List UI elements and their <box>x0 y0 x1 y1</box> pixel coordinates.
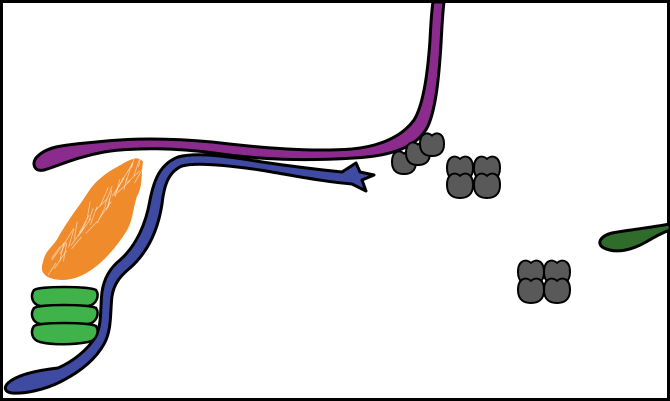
orange-hatch-line <box>98 201 112 220</box>
orange-cloud-hatching <box>47 148 146 276</box>
orange-hatch-line <box>104 186 113 205</box>
orange-hatch-line <box>73 221 78 240</box>
gray-cluster-square-lower <box>516 259 572 305</box>
purple-ribbon <box>32 0 446 172</box>
orange-hatch-line <box>122 162 134 181</box>
orange-hatch-line <box>63 243 67 262</box>
gray-cluster-square-upper <box>445 155 502 200</box>
gray-lobe-shape <box>516 277 546 305</box>
orange-hatch-line <box>71 236 82 250</box>
gray-cluster-diagonal <box>390 132 446 176</box>
orange-hatch-line <box>59 241 67 255</box>
orange-hatch-line <box>62 227 75 247</box>
orange-hatch-line <box>85 221 98 234</box>
orange-hatch-line <box>106 197 111 211</box>
gray-lobe-shape <box>418 132 446 158</box>
orange-hatch-line <box>47 262 57 276</box>
orange-hatch-line <box>51 246 61 259</box>
gray-lobe-shape <box>472 172 502 200</box>
orange-hatch-line <box>126 170 140 184</box>
dark-green-ribbon <box>598 222 670 253</box>
orange-hatch-line <box>51 242 65 261</box>
orange-hatch-line <box>88 208 94 221</box>
orange-hatch-line <box>68 229 75 248</box>
orange-hatch-line <box>134 164 146 184</box>
orange-cloud <box>41 148 146 280</box>
orange-hatch-line <box>117 180 131 193</box>
gray-lobe-shape <box>542 277 572 305</box>
orange-hatch-line <box>114 179 121 197</box>
orange-hatch-line <box>77 218 92 237</box>
orange-hatch-line <box>86 201 91 220</box>
orange-hatch-line <box>131 155 135 169</box>
orange-hatch-line <box>99 187 109 206</box>
orange-hatch-line <box>95 198 108 211</box>
orange-hatch-line <box>59 243 65 262</box>
gray-lobe-shape <box>445 172 475 200</box>
orange-hatch-line <box>133 158 141 176</box>
orange-hatch-line <box>137 148 144 168</box>
orange-hatch-line <box>96 204 107 224</box>
green-disc <box>30 321 99 346</box>
orange-hatch-line <box>113 176 124 196</box>
green-disc-stack <box>30 285 99 346</box>
